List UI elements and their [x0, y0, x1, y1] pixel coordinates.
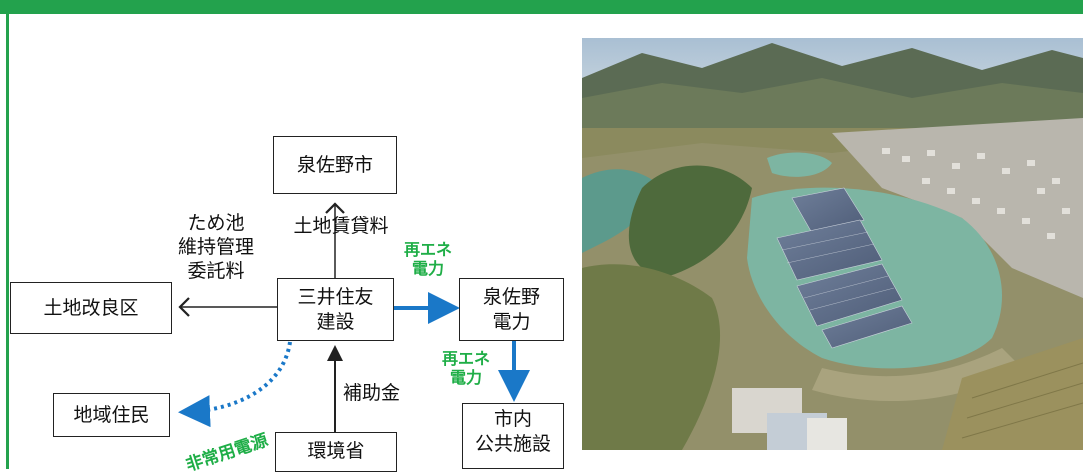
left-frame-bar: [6, 14, 9, 469]
node-land-improvement-district: 土地改良区: [10, 282, 172, 334]
aerial-photo-floating-solar: [582, 38, 1083, 450]
node-mitsui-sumitomo: 三井住友 建設: [277, 278, 394, 341]
node-izumisano-power: 泉佐野 電力: [459, 278, 564, 341]
node-public-facilities: 市内 公共施設: [462, 403, 564, 469]
label-renewable-power-2: 再エネ 電力: [441, 349, 490, 387]
node-izumisano-city: 泉佐野市: [273, 136, 397, 194]
arrow-emergency-power: [178, 341, 292, 428]
node-local-residents: 地域住民: [53, 393, 170, 437]
top-frame-bar: [0, 0, 1083, 14]
label-land-lease: 土地賃貸料: [293, 215, 389, 237]
floating-solar-pond-photo-icon: [582, 38, 1083, 450]
label-renewable-power-1: 再エネ 電力: [403, 240, 452, 278]
node-ministry-env: 環境省: [275, 432, 397, 472]
label-pond-maintenance-fee: ため池 維持管理 委託料: [177, 212, 254, 282]
label-subsidy: 補助金: [343, 382, 401, 404]
